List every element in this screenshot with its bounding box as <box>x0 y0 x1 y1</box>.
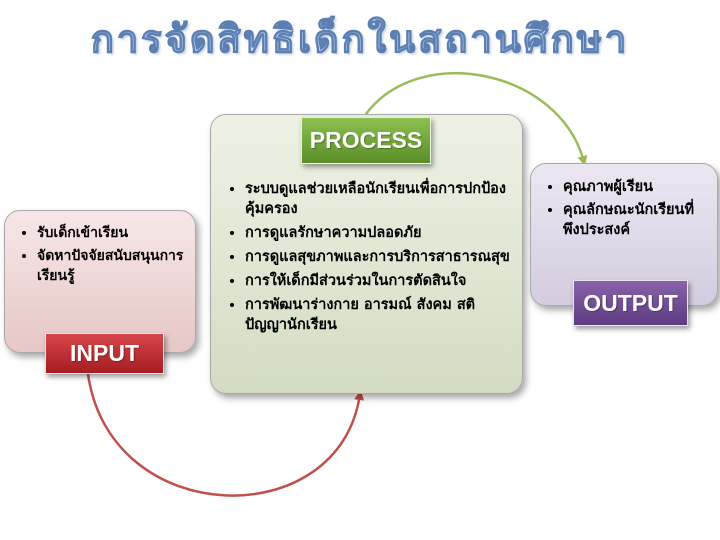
arrow-input-to-process <box>86 373 365 497</box>
arrow-process-to-output <box>365 72 588 166</box>
process-item: ระบบดูแลช่วยเหลือนักเรียนเพื่อการปกป้องค… <box>245 179 512 219</box>
process-item: การดูแลสุขภาพและการบริการสาธารณสุข <box>245 247 512 267</box>
process-list: ระบบดูแลช่วยเหลือนักเรียนเพื่อการปกป้องค… <box>223 179 512 335</box>
process-item: การพัฒนาร่างกาย อารมณ์ สังคม สติปัญญานัก… <box>245 295 512 335</box>
input-item: จัดหาปัจจัยสนับสนุนการเรียนรู้ <box>37 246 187 286</box>
output-list: คุณภาพผู้เรียน คุณลักษณะนักเรียนที่พึงปร… <box>541 177 709 240</box>
output-label: OUTPUT <box>573 280 688 326</box>
output-item: คุณภาพผู้เรียน <box>563 177 709 197</box>
page-title: การจัดสิทธิเด็กในสถานศึกษา <box>90 16 630 61</box>
output-item: คุณลักษณะนักเรียนที่พึงประสงค์ <box>563 200 709 240</box>
input-item: รับเด็กเข้าเรียน <box>37 223 187 243</box>
input-label: INPUT <box>45 333 164 374</box>
process-item: การดูแลรักษาความปลอดภัย <box>245 223 512 243</box>
input-panel: รับเด็กเข้าเรียน จัดหาปัจจัยสนับสนุนการเ… <box>4 210 196 353</box>
input-list: รับเด็กเข้าเรียน จัดหาปัจจัยสนับสนุนการเ… <box>15 223 187 286</box>
process-item: การให้เด็กมีส่วนร่วมในการตัดสินใจ <box>245 271 512 291</box>
process-label: PROCESS <box>301 117 431 164</box>
